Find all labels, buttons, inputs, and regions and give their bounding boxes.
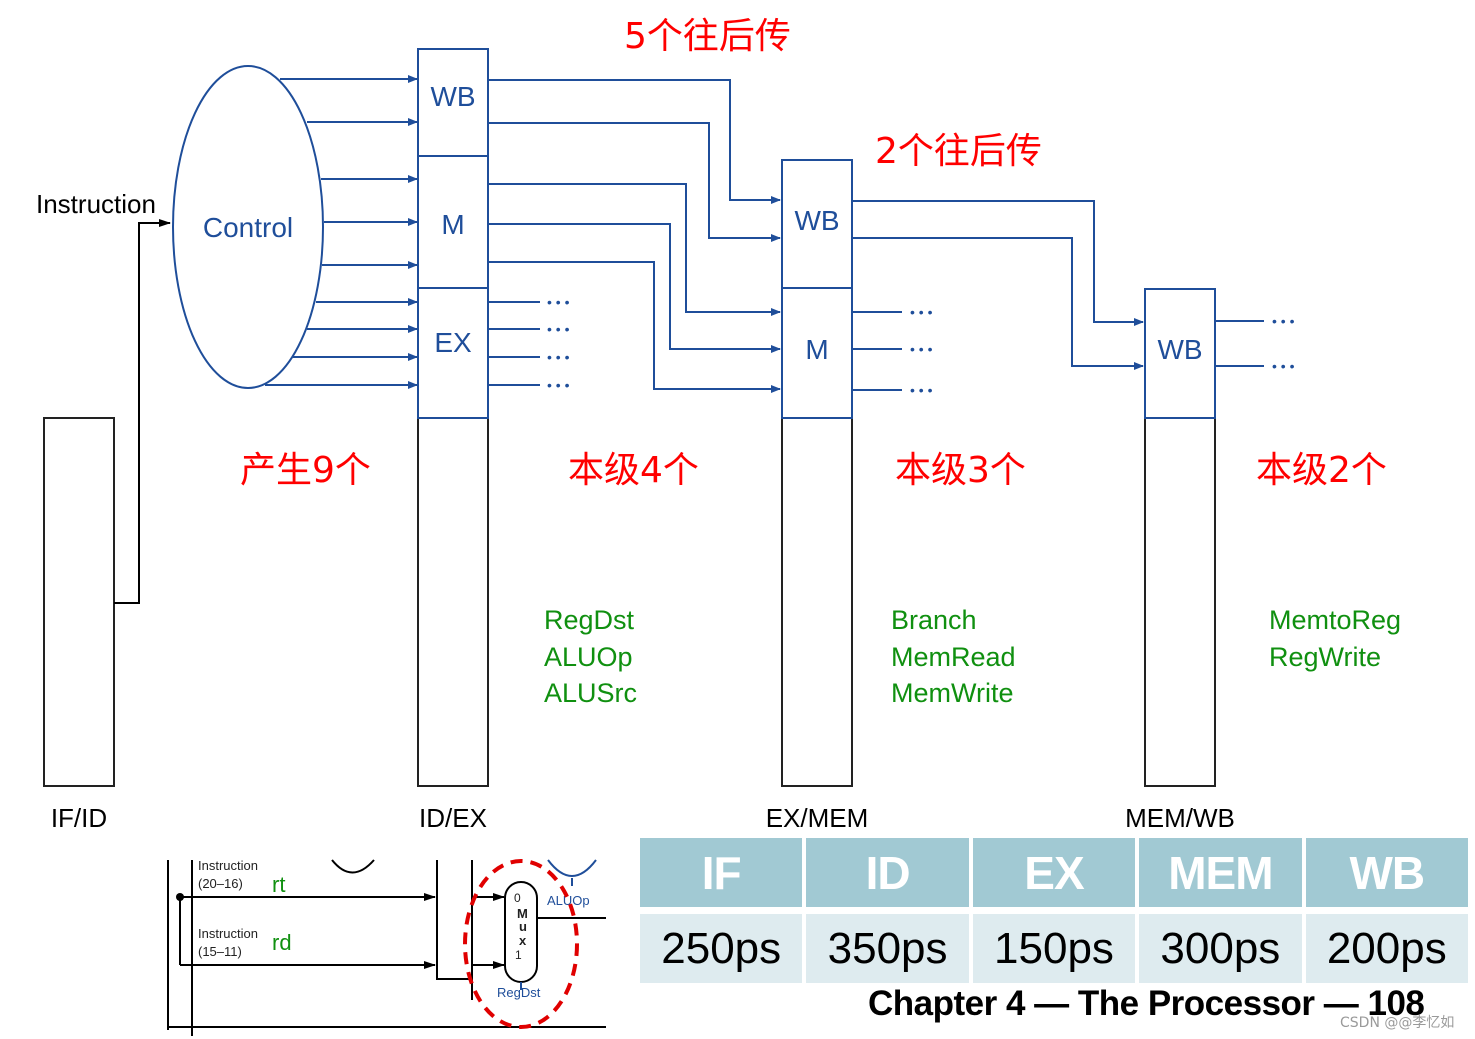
if-id-register [43, 417, 115, 787]
id-ex-ex-field [417, 287, 489, 419]
latency-cell: 200ps [1305, 914, 1468, 983]
mem-stage-outputs: • • • • • • • • • [852, 304, 933, 398]
latency-cell: 150ps [972, 914, 1136, 983]
latency-cell: 300ps [1139, 914, 1302, 983]
ellipsis: • • • [547, 321, 570, 337]
regdst-mux-inset: 0 M u x 1 Instruction (20–16) rt Instruc… [167, 858, 606, 1036]
ex-mem-register: WB M [781, 159, 853, 787]
stage-header: MEM [1139, 838, 1302, 907]
id-ex-ex-label: EX [434, 327, 472, 358]
stage-header: WB [1305, 838, 1468, 907]
instr-rd-label: Instruction [198, 926, 258, 941]
wb-stage-outputs: • • • • • • [1215, 313, 1295, 374]
signal-name: RegWrite [1269, 642, 1381, 672]
annotation-generate-9: 产生9个 [240, 450, 371, 491]
stage-header: ID [806, 838, 969, 907]
highlight-circle [463, 859, 579, 1029]
rt-label: rt [272, 872, 285, 897]
mem-wb-wb-label: WB [1157, 334, 1202, 365]
ellipsis: • • • [547, 294, 570, 310]
ellipsis: • • • [547, 377, 570, 393]
wb-signal-list: MemtoReg RegWrite [1269, 605, 1401, 672]
annotation-stage-3: 本级3个 [895, 450, 1026, 491]
ellipsis: • • • [910, 341, 933, 357]
mem-wb-wb-field [1144, 288, 1216, 419]
stage-header-row: IF ID EX MEM WB [640, 838, 1468, 907]
mem-signal-list: Branch MemRead MemWrite [891, 605, 1016, 708]
id-ex-m-label: M [441, 209, 464, 240]
latency-row: 250ps 350ps 150ps 300ps 200ps [640, 914, 1468, 983]
instr-rt-label: Instruction [198, 858, 258, 873]
instruction-label: Instruction [36, 189, 156, 219]
ex-mem-wb-field [781, 159, 853, 289]
signal-name: Branch [891, 605, 977, 635]
if-id-label: IF/ID [51, 803, 107, 833]
stage-header: IF [640, 838, 803, 907]
ex-mem-m-field [781, 287, 853, 419]
mux-letter: M [517, 906, 528, 921]
ex-mem-wb-label: WB [794, 205, 839, 236]
annotation-stage-4: 本级4个 [568, 450, 699, 491]
ellipsis: • • • [1272, 358, 1295, 374]
mem-wb-label: MEM/WB [1125, 803, 1235, 833]
forward-wires-ex-mem [852, 200, 1144, 370]
ellipsis: • • • [910, 382, 933, 398]
ex-signal-list: RegDst ALUOp ALUSrc [544, 605, 637, 708]
control-unit [172, 65, 324, 389]
stage-latency-table: IF ID EX MEM WB 250ps 350ps 150ps 300ps … [636, 838, 1472, 983]
id-ex-m-field [417, 155, 489, 289]
ellipsis: • • • [547, 349, 570, 365]
id-ex-label: ID/EX [419, 803, 487, 833]
signal-name: MemRead [891, 642, 1016, 672]
ex-mem-label: EX/MEM [766, 803, 869, 833]
mux-input-0: 0 [514, 891, 521, 905]
instr-rd-bits: (15–11) [198, 944, 242, 959]
stage-header: EX [972, 838, 1136, 907]
ex-stage-outputs: • • • • • • • • • • • • [488, 294, 570, 393]
forward-wires-id-ex [488, 79, 781, 393]
signal-name: RegDst [544, 605, 635, 635]
mux-letter: x [519, 933, 527, 948]
annotation-stage-2: 本级2个 [1256, 450, 1387, 491]
aluop-label: ALUOp [547, 893, 590, 908]
latency-cell: 250ps [640, 914, 803, 983]
ellipsis: • • • [910, 304, 933, 320]
id-ex-wb-label: WB [430, 81, 475, 112]
signal-name: ALUOp [544, 642, 633, 672]
signal-name: ALUSrc [544, 678, 637, 708]
regdst-label: RegDst [497, 985, 541, 1000]
slide-footer: Chapter 4 — The Processor — 108 [868, 984, 1425, 1023]
mux-letter: u [519, 919, 527, 934]
id-ex-register: WB M EX [417, 48, 489, 787]
ellipsis: • • • [1272, 313, 1295, 329]
signal-name: MemWrite [891, 678, 1014, 708]
annotation-forward-5: 5个往后传 [624, 16, 791, 57]
id-ex-wb-field [417, 48, 489, 157]
signal-name: MemtoReg [1269, 605, 1401, 635]
control-output-wires [265, 75, 418, 389]
mem-wb-register: WB [1144, 288, 1216, 787]
control-label: Control [203, 212, 293, 243]
watermark: CSDN @@李忆如 [1340, 1015, 1455, 1031]
instruction-wire [114, 219, 171, 604]
latency-cell: 350ps [806, 914, 969, 983]
instr-rt-bits: (20–16) [198, 876, 243, 891]
mux-input-1: 1 [515, 948, 522, 962]
annotation-forward-2: 2个往后传 [875, 131, 1042, 172]
rd-label: rd [272, 930, 292, 955]
ex-mem-m-label: M [805, 334, 828, 365]
